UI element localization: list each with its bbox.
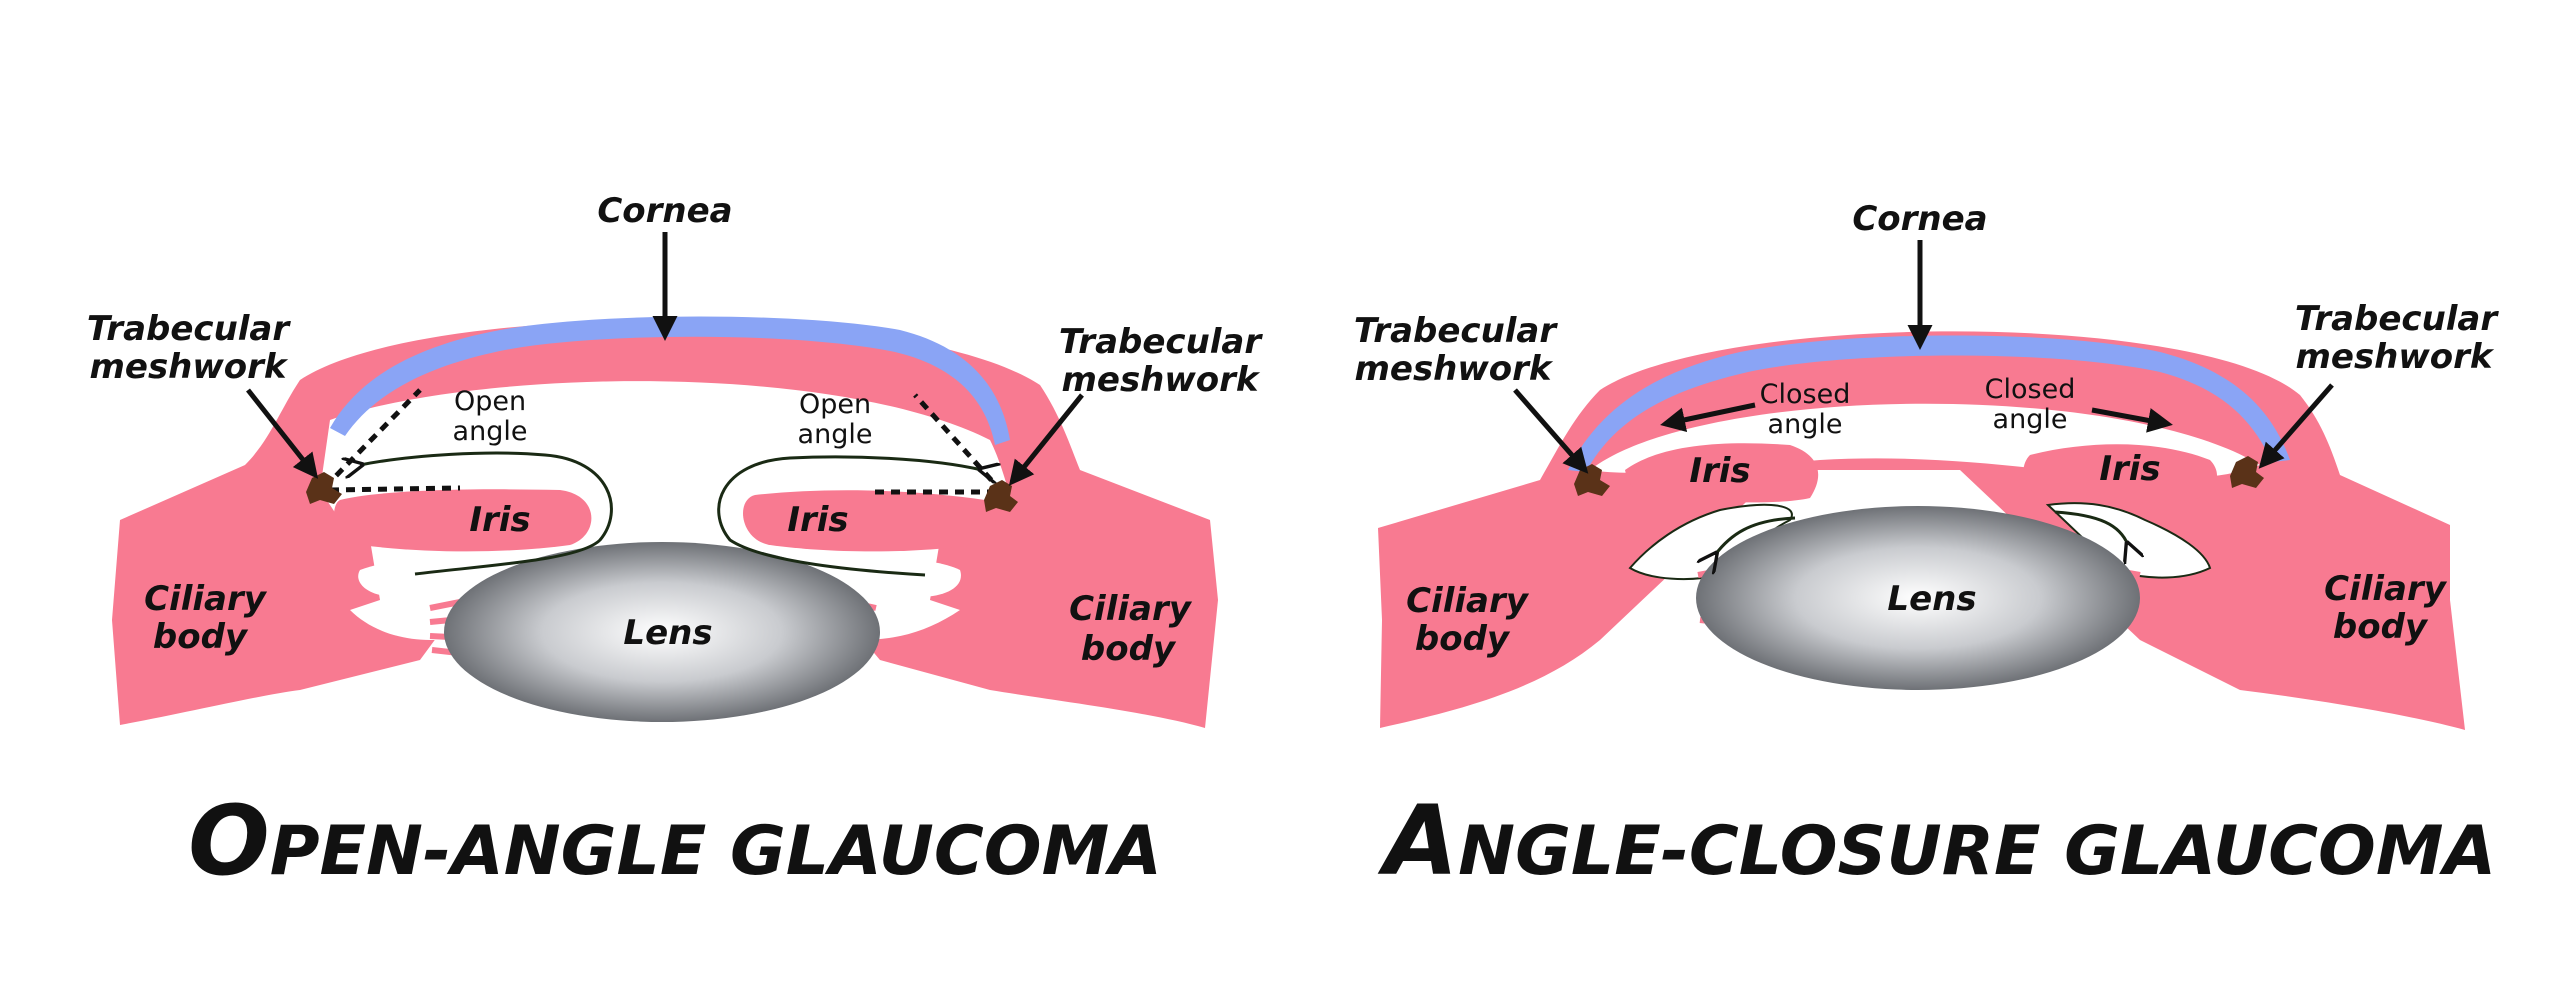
closed-angle-right-label-2: angle bbox=[1993, 404, 2068, 435]
open-angle-right-label-2: angle bbox=[798, 419, 873, 450]
open-meshwork-left-label-2: meshwork bbox=[89, 347, 288, 387]
closed-meshwork-left-label: Trabecular bbox=[1354, 311, 1559, 351]
closed-angle-right-label: Closed bbox=[1985, 374, 2076, 405]
open-iris-left bbox=[334, 489, 592, 552]
closed-title-first: A bbox=[1377, 785, 1458, 897]
closed-meshwork-right bbox=[2230, 456, 2264, 488]
closed-angle-left-arrow bbox=[1660, 402, 1756, 433]
open-angle-left-label-2: angle bbox=[453, 416, 528, 447]
open-ciliary-left-label: Ciliary bbox=[144, 579, 268, 619]
open-title: OPEN-ANGLE GLAUCOMA bbox=[188, 785, 1162, 897]
closed-cornea-layer bbox=[1568, 335, 2290, 472]
open-lens-label: Lens bbox=[623, 613, 712, 653]
open-meshwork-right-arrow bbox=[1008, 393, 1084, 486]
open-flow-left bbox=[360, 451, 613, 576]
closed-tissue bbox=[1378, 331, 2465, 730]
closed-iris-right-label: Iris bbox=[2099, 449, 2160, 489]
open-title-first: O bbox=[188, 785, 270, 897]
open-title-rest: PEN-ANGLE GLAUCOMA bbox=[270, 812, 1162, 891]
closed-ciliary-right-label-2: body bbox=[2333, 607, 2429, 647]
closed-ciliary-left-label: Ciliary bbox=[1406, 581, 1530, 621]
closed-title: ANGLE-CLOSURE GLAUCOMA bbox=[1377, 785, 2496, 897]
open-iris-right-label: Iris bbox=[787, 500, 848, 540]
open-angle-right-label: Open bbox=[799, 389, 871, 420]
open-ciliary-left-label-2: body bbox=[153, 617, 249, 657]
open-meshwork-left-label: Trabecular bbox=[87, 309, 292, 349]
closed-ciliary-right-label: Ciliary bbox=[2324, 569, 2448, 609]
open-meshwork-left-arrow bbox=[246, 388, 319, 479]
closed-meshwork-left-label-2: meshwork bbox=[1354, 349, 1553, 389]
open-cornea-layer bbox=[330, 316, 1010, 445]
closed-meshwork-right-label-2: meshwork bbox=[2295, 337, 2494, 377]
open-meshwork-left bbox=[306, 472, 342, 504]
open-ciliary-right-label: Ciliary bbox=[1069, 589, 1193, 629]
open-iris-left-label: Iris bbox=[469, 500, 530, 540]
open-flow-right bbox=[717, 455, 982, 577]
open-ciliary-right-label-2: body bbox=[1081, 629, 1177, 669]
closed-angle-left-label-2: angle bbox=[1768, 409, 1843, 440]
open-cornea-label: Cornea bbox=[597, 191, 732, 231]
open-angle-panel: Cornea Trabecular meshwork Trabecular me… bbox=[87, 191, 1264, 897]
closed-cornea-label: Cornea bbox=[1852, 199, 1987, 239]
closed-title-rest: NGLE-CLOSURE GLAUCOMA bbox=[1458, 812, 2496, 891]
open-angle-dashes bbox=[323, 388, 1004, 495]
closed-iris-left bbox=[1625, 443, 1819, 503]
open-iris-right bbox=[743, 490, 996, 552]
closed-meshwork-right-label: Trabecular bbox=[2295, 299, 2500, 339]
closed-meshwork-left-arrow bbox=[1513, 388, 1589, 474]
open-lens-shape bbox=[444, 542, 880, 722]
closed-lens-label: Lens bbox=[1887, 579, 1976, 619]
closed-iris-right bbox=[2023, 444, 2218, 503]
open-meshwork-right-label-2: meshwork bbox=[1061, 360, 1260, 400]
closed-flow-left bbox=[1715, 516, 1796, 555]
closed-pocket-left bbox=[1628, 503, 1793, 581]
closed-iris-left-label: Iris bbox=[1689, 451, 1750, 491]
open-meshwork-right bbox=[984, 480, 1018, 512]
closed-ciliary-left-label-2: body bbox=[1415, 619, 1511, 659]
open-meshwork-right-label: Trabecular bbox=[1059, 322, 1264, 362]
open-angle-left-label: Open bbox=[454, 386, 526, 417]
closed-angle-left-label: Closed bbox=[1760, 379, 1851, 410]
closed-angle-right-arrow bbox=[2091, 407, 2173, 433]
closed-flow-right bbox=[2054, 510, 2128, 545]
angle-closure-panel: Cornea Trabecular meshwork Trabecular me… bbox=[1354, 199, 2500, 897]
closed-meshwork-right-arrow bbox=[2258, 383, 2334, 469]
closed-lens-shape bbox=[1696, 506, 2140, 690]
